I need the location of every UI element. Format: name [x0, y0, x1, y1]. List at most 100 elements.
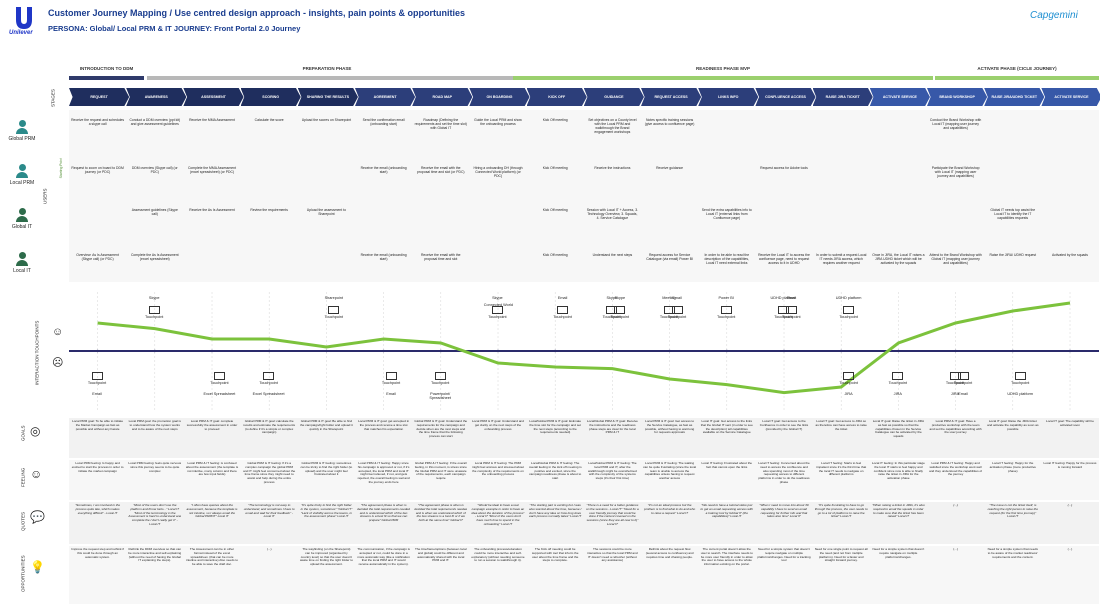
tp-bot-touchpoint-5: Touchpoint: [831, 372, 867, 385]
touchpoint-label: Touchpoint: [717, 315, 736, 319]
feelings-cell-4: Global PRM & IT feeling: sometimes can b…: [300, 462, 353, 477]
user-step-r1-c5: Receive the email (onboarding start): [360, 166, 407, 175]
user-step-r0-c15: Conduct the Brand Workshop with Local IT…: [929, 118, 982, 131]
stage-10: REQUEST ACCESS: [641, 88, 702, 106]
stage-13: RAISE JIRA TICKET: [812, 88, 873, 106]
row-label-stages: STAGES: [50, 89, 56, 107]
stage-14: ACTIVATE SERVICE: [869, 88, 930, 106]
user-step-r0-c6: Roadmap (Defining the requirements and s…: [414, 118, 467, 131]
tp-bot-channel-2: Excel Spreadsheet: [252, 392, 285, 396]
opportunities-band: [69, 546, 1099, 604]
stage-marker-14: [897, 349, 900, 353]
stage-2: ASSESSMENT: [183, 88, 244, 106]
tp-top-channel-9: Email: [786, 296, 797, 300]
tp-top-channel-0: Skype: [148, 296, 160, 300]
person-label-global-prm: Global PRM: [8, 136, 36, 142]
user-step-r0-c1: Conduct a DDM overview (ppt kit) and giv…: [129, 118, 181, 127]
stage-marker-13: [840, 349, 843, 353]
opportunities-cell-8: The Kick off meeting could be supported …: [531, 548, 579, 563]
user-step-r3-c10: Request access for Service Catalogue (vi…: [646, 253, 693, 262]
sad-face-icon: ☹: [52, 357, 64, 369]
user-step-r2-c3: Review the requirements: [250, 208, 288, 212]
touchpoint-label: Touchpoint: [839, 381, 858, 385]
quotes-cell-12: "When I need to move into about 30 capab…: [759, 504, 809, 519]
feelings-cell-16: Local IT feeling: Happy for the activati…: [989, 462, 1036, 473]
quotes-band: [69, 502, 1099, 544]
goals-cell-6: Global PRM & IT goal: Understand the req…: [414, 420, 468, 439]
quotes-cell-3: "The terminology is not easy to understa…: [243, 504, 295, 519]
tp-bot-touchpoint-7: Touchpoint: [945, 372, 981, 385]
touchpoint-label: Touchpoint: [888, 381, 907, 385]
tp-bot-touchpoint-9: Touchpoint: [1002, 372, 1038, 385]
opportunities-cell-7: The onboarding process/education could b…: [471, 548, 525, 563]
stage-marker-10: [668, 349, 671, 353]
touchpoint-label: Touchpoint: [953, 381, 973, 385]
monitor-icon: [785, 306, 797, 314]
user-step-r3-c15: Attend to the Brand Workshop with Global…: [929, 253, 982, 266]
touchpoint-label: Touchpoint: [667, 315, 687, 319]
monitor-icon: [720, 306, 732, 314]
monitor-icon: [614, 306, 626, 314]
quotes-cell-15: (...): [953, 504, 958, 507]
opportunities-cell-1: Rethink the DDM overview so that can be …: [128, 548, 182, 563]
tp-bot-channel-9: UDHD platform: [1007, 392, 1034, 396]
touchpoint-label: Touchpoint: [782, 315, 801, 319]
tp-top-touchpoint-8: Touchpoint: [708, 306, 744, 319]
touchpoint-label: Touchpoint: [488, 315, 507, 319]
goals-cell-12: Local IT goal: Get access to the Conflue…: [759, 420, 809, 431]
tp-bot-touchpoint-1: Touchpoint: [201, 372, 237, 385]
row-label-quotes: QUOTES: [20, 511, 26, 531]
opportunities-cell-0: Improve the request step and rethink if …: [71, 548, 124, 559]
feeling-band: [69, 460, 1099, 500]
user-step-r3-c11: In order to be able to read the descript…: [704, 253, 750, 266]
tp-top-channel-7: Email: [672, 296, 682, 300]
user-step-r2-c11: Send the extra capabilities info to Loca…: [701, 208, 752, 221]
opportunities-cell-3: (...): [266, 548, 272, 551]
goals-cell-1: Local PRM goal: the promotion goal is to…: [128, 420, 181, 431]
user-step-r3-c14: Once in JIRA, the Local IT raises a JIRA…: [872, 253, 925, 266]
user-step-r1-c9: Receive the instructions: [594, 166, 631, 170]
goals-cell-3: Global PRM & IT goal: calculate the resu…: [243, 420, 296, 435]
tp-bot-touchpoint-8: Touchpoint: [937, 372, 973, 385]
emotion-curve-chart: [69, 292, 1099, 410]
feelings-cell-8: Local/Global PRM & IT feeling: The overa…: [528, 462, 582, 481]
avatar-local-it: [16, 252, 28, 266]
monitor-icon: [434, 372, 446, 380]
quotes-cell-0: "Sometimes, I am involved in the process…: [75, 504, 121, 515]
tp-top-touchpoint-5: Touchpoint: [602, 306, 638, 319]
user-step-r1-c2: Complete the MMA Assessment (excel sprea…: [187, 166, 237, 175]
row-label-goals: GOALS: [20, 425, 26, 441]
opportunities-cell-13: Need for one single point to request all…: [814, 548, 868, 563]
feelings-cell-0: Local PRM feeling: Is happy and excited …: [71, 462, 124, 473]
touchpoint-label: Touchpoint: [1011, 381, 1030, 385]
emotion-curve-line: [97, 301, 1071, 395]
stage-4: SHARING THE RESULTS: [297, 88, 358, 106]
stage-1: AWARENESS: [126, 88, 187, 106]
phase-label-preparation: PREPARATION PHASE: [302, 66, 352, 71]
tp-top-channel-1: Sharepoint: [324, 296, 343, 300]
user-step-r3-c0: Overview: As Is Assessment (Skype call) …: [76, 253, 119, 262]
tp-bot-channel-7: Email: [958, 392, 968, 396]
tp-top-channel-8: Power BI: [718, 296, 734, 300]
tp-bot-channel-5: JIRA: [844, 392, 853, 396]
user-step-r3-c1: Complete the As Is Assessment (excel spr…: [130, 253, 179, 262]
goals-cell-5: Local PRM & IT goal: get accepted in the…: [358, 420, 410, 431]
user-step-r2-c9: Session with Local IT + Access, 3. Techn…: [586, 208, 639, 221]
feelings-cell-1: Local PRM feeling: feels quite nervous s…: [128, 462, 182, 473]
stage-marker-8: [554, 349, 557, 353]
user-step-r3-c12: Receive the Local IT to access the confl…: [758, 253, 810, 266]
stage-marker-16: [1011, 349, 1014, 353]
phase-line-activate: [935, 76, 1099, 80]
user-step-r0-c0: Receive the request and schedules a skyp…: [71, 118, 125, 127]
row-label-opportunities: OPPORTUNITIES: [20, 555, 26, 593]
touchpoint-label: Touchpoint: [259, 381, 278, 385]
user-step-r2-c1: Assessment guidelines (Skype call): [131, 208, 178, 217]
opportunities-cell-14: Need for a simple system that doesn't re…: [872, 548, 925, 559]
goals-cell-4: Global PRM & IT goal: Be able to find th…: [300, 420, 353, 431]
capgemini-logo: Capgemini: [1030, 10, 1078, 21]
monitor-icon: [557, 306, 569, 314]
user-step-r0-c5: Send the confirmation email (onboarding …: [362, 118, 405, 127]
avatar-global-prm: [16, 120, 28, 134]
touchpoint-label: Touchpoint: [774, 315, 793, 319]
stage-7: ON BOARDING: [469, 88, 530, 106]
